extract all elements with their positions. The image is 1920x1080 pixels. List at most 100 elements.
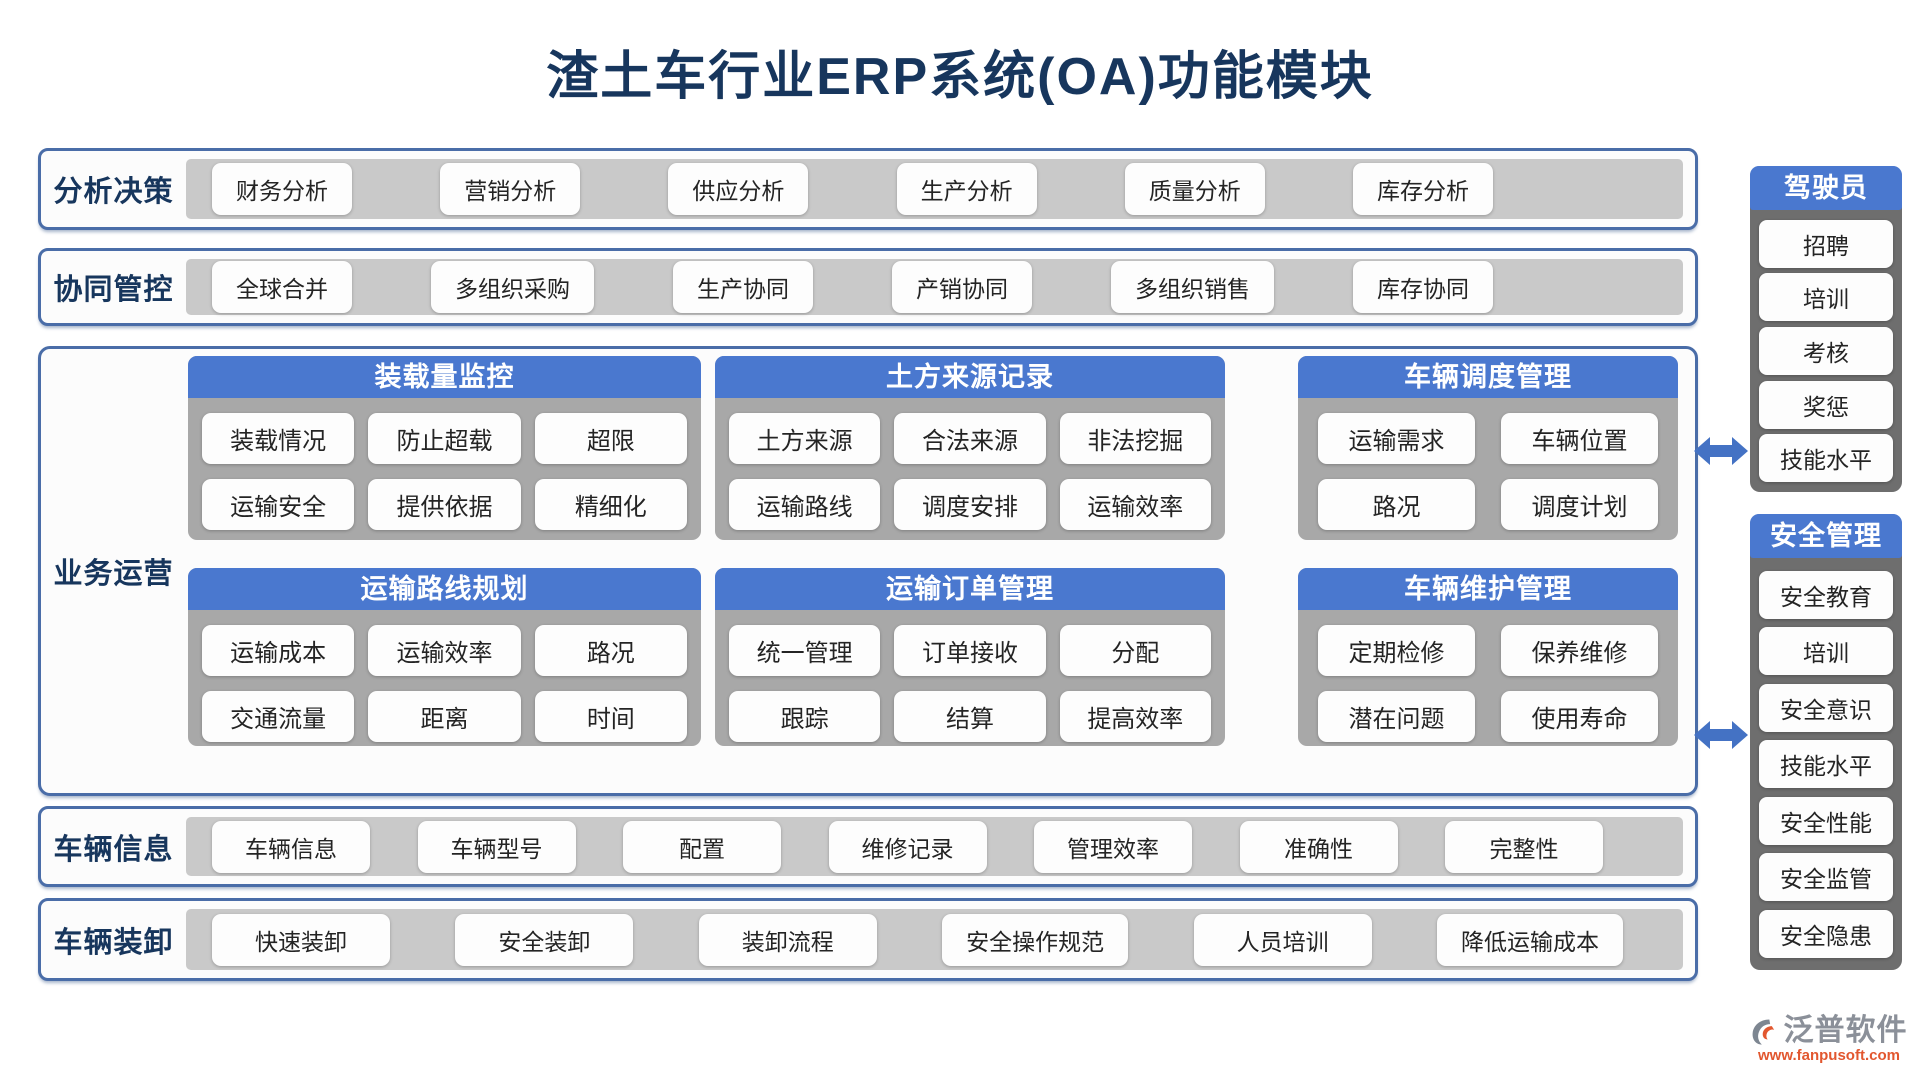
module-chip[interactable]: 质量分析 [1124,163,1265,215]
panel-body-transport-orders: 统一管理订单接收分配跟踪结算提高效率 [715,610,1225,746]
panel-title-vehicle-dispatch: 车辆调度管理 [1298,356,1678,398]
feature-chip[interactable]: 防止超载 [368,413,521,464]
feature-chip[interactable]: 合法来源 [894,413,1046,464]
feature-chip[interactable]: 调度安排 [894,479,1046,530]
feature-chip[interactable]: 保养维修 [1501,625,1658,676]
sidebar-chip[interactable]: 安全性能 [1759,796,1893,845]
feature-chip[interactable]: 调度计划 [1501,479,1658,530]
panel-body-vehicle-dispatch: 运输需求车辆位置路况调度计划 [1298,398,1678,540]
feature-chip[interactable]: 路况 [1318,479,1475,530]
module-chip[interactable]: 安全操作规范 [942,913,1129,966]
section-label-vehicle-info: 车辆信息 [53,833,174,866]
sidebar-chip[interactable]: 安全隐患 [1759,909,1893,958]
module-chip[interactable]: 库存协同 [1353,261,1493,313]
feature-chip[interactable]: 时间 [534,691,687,742]
section-business-operations: 业务运营 装载量监控 装载情况防止超载超限运输安全提供依据精细化 土方来源记录 … [38,346,1698,796]
module-chip[interactable]: 降低运输成本 [1436,913,1623,966]
sidebar-chip[interactable]: 奖惩 [1759,380,1893,429]
module-chip[interactable]: 供应分析 [668,163,809,215]
sidebar-panel-driver: 驾驶员 招聘培训考核奖惩技能水平 [1750,166,1902,492]
panel-title-vehicle-maintenance: 车辆维护管理 [1298,568,1678,610]
feature-chip[interactable]: 统一管理 [729,625,881,676]
module-chip[interactable]: 产销协同 [892,261,1032,313]
feature-chip[interactable]: 分配 [1059,625,1211,676]
panel-title-earth-source-records: 土方来源记录 [715,356,1225,398]
module-chip[interactable]: 营销分析 [440,163,581,215]
brand-logo-icon [1752,1019,1774,1045]
module-chip[interactable]: 全球合并 [212,261,352,313]
module-chip[interactable]: 财务分析 [212,163,352,215]
module-chip[interactable]: 多组织销售 [1111,261,1274,313]
module-chip[interactable]: 维修记录 [828,820,987,873]
section-analysis-decision: 分析决策 财务分析 营销分析 供应分析 生产分析 质量分析 库存分析 [38,148,1698,230]
sidebar-chip[interactable]: 安全教育 [1759,570,1893,619]
double-arrow-icon [1694,721,1748,749]
module-chip[interactable]: 准确性 [1239,820,1398,873]
panel-vehicle-dispatch: 车辆调度管理 运输需求车辆位置路况调度计划 [1298,356,1678,540]
sidebar-chip[interactable]: 招聘 [1759,219,1893,268]
module-chip[interactable]: 快速装卸 [212,913,390,966]
sidebar-chip[interactable]: 安全监管 [1759,853,1893,901]
sidebar-panel-safety: 安全管理 安全教育培训安全意识技能水平安全性能安全监管安全隐患 [1750,514,1902,970]
feature-chip[interactable]: 路况 [534,625,687,676]
module-chip[interactable]: 安全装卸 [455,913,634,966]
sidebar-title-safety: 安全管理 [1750,514,1902,558]
panel-body-earth-source-records: 土方来源合法来源非法挖掘运输路线调度安排运输效率 [715,398,1225,540]
sidebar-chip[interactable]: 培训 [1759,627,1893,675]
feature-chip[interactable]: 使用寿命 [1501,691,1658,742]
page-title: 渣土车行业ERP系统(OA)功能模块 [546,48,1374,106]
module-chip[interactable]: 装卸流程 [698,913,877,966]
feature-chip[interactable]: 非法挖掘 [1059,413,1211,464]
panel-transport-orders: 运输订单管理 统一管理订单接收分配跟踪结算提高效率 [715,568,1225,746]
module-chip[interactable]: 管理效率 [1034,820,1192,873]
sidebar-chip[interactable]: 培训 [1759,273,1893,322]
feature-chip[interactable]: 运输效率 [1059,479,1211,530]
module-chip[interactable]: 车辆型号 [417,820,576,873]
feature-chip[interactable]: 运输效率 [368,625,521,676]
module-chip[interactable]: 生产分析 [896,163,1037,215]
sidebar-chip[interactable]: 技能水平 [1759,434,1893,483]
sidebar-chip[interactable]: 考核 [1759,326,1893,375]
feature-chip[interactable]: 提高效率 [1059,691,1211,742]
module-band-analysis: 财务分析 营销分析 供应分析 生产分析 质量分析 库存分析 [186,159,1683,219]
sidebar-body-driver: 招聘培训考核奖惩技能水平 [1750,210,1902,492]
feature-chip[interactable]: 土方来源 [729,413,881,464]
feature-chip[interactable]: 潜在问题 [1318,691,1475,742]
feature-chip[interactable]: 装载情况 [202,413,355,464]
module-chip[interactable]: 库存分析 [1352,163,1493,215]
sidebar-chip[interactable]: 安全意识 [1759,683,1893,732]
feature-chip[interactable]: 订单接收 [894,625,1046,676]
module-band-vehicle-loading: 快速装卸 安全装卸 装卸流程 安全操作规范 人员培训 降低运输成本 [186,909,1683,970]
feature-chip[interactable]: 运输成本 [202,625,355,676]
feature-chip[interactable]: 距离 [368,691,521,742]
feature-chip[interactable]: 定期检修 [1318,625,1475,676]
sidebar-body-safety: 安全教育培训安全意识技能水平安全性能安全监管安全隐患 [1750,558,1902,970]
feature-chip[interactable]: 精细化 [534,479,687,530]
feature-chip[interactable]: 运输安全 [202,479,355,530]
module-chip[interactable]: 生产协同 [673,261,813,313]
module-chip[interactable]: 完整性 [1445,820,1603,873]
panel-earth-source-records: 土方来源记录 土方来源合法来源非法挖掘运输路线调度安排运输效率 [715,356,1225,540]
feature-chip[interactable]: 跟踪 [729,691,881,742]
module-chip[interactable]: 人员培训 [1193,913,1372,966]
section-label-business-operations: 业务运营 [53,558,174,590]
feature-chip[interactable]: 运输需求 [1318,413,1475,464]
feature-chip[interactable]: 超限 [534,413,687,464]
panel-title-load-monitoring: 装载量监控 [188,356,701,398]
sidebar-title-driver: 驾驶员 [1750,166,1902,210]
module-chip[interactable]: 车辆信息 [212,820,370,873]
module-chip[interactable]: 配置 [623,820,781,873]
panel-route-planning: 运输路线规划 运输成本运输效率路况交通流量距离时间 [188,568,701,746]
feature-chip[interactable]: 运输路线 [729,479,881,530]
feature-chip[interactable]: 结算 [894,691,1046,742]
section-collaboration-control: 协同管控 全球合并多组织采购生产协同产销协同多组织销售库存协同 [38,248,1698,326]
sidebar-chip[interactable]: 技能水平 [1759,740,1893,788]
feature-chip[interactable]: 提供依据 [368,479,521,530]
module-band-vehicle-info: 车辆信息车辆型号配置维修记录管理效率准确性完整性 [186,817,1683,876]
feature-chip[interactable]: 车辆位置 [1501,413,1658,464]
brand-name: 泛普软件 [1783,1014,1908,1047]
section-label-analysis-decision: 分析决策 [53,176,174,208]
panel-title-route-planning: 运输路线规划 [188,568,701,610]
feature-chip[interactable]: 交通流量 [202,691,355,742]
module-chip[interactable]: 多组织采购 [431,261,594,313]
